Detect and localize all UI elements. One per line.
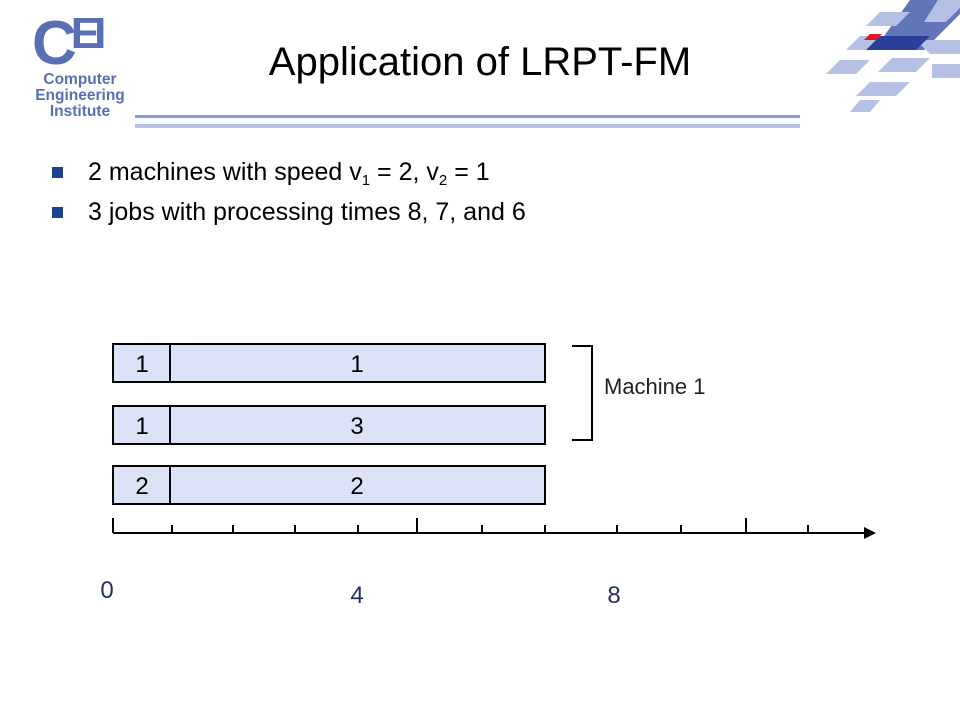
logo-text: Computer Engineering Institute [30, 72, 130, 120]
slide-title: Application of LRPT-FM [268, 40, 692, 84]
segment-label: 1 [135, 413, 148, 440]
cei-logo: CEI Computer Engineering Institute [30, 12, 130, 127]
bullet-text: = 1 [447, 158, 490, 186]
bullet-text: 2 machines with speed v [88, 158, 362, 186]
machine-bracket [572, 345, 593, 441]
bullet-text: 3 jobs with processing times 8, 7, and 6 [88, 198, 526, 226]
segment-label: 2 [350, 473, 363, 500]
axis-label-8: 8 [607, 582, 620, 609]
logo-line-engineering: Engineering [35, 87, 125, 104]
logo-letter-c: C [32, 9, 77, 78]
bullet-item-jobs: 3 jobs with processing times 8, 7, and 6 [50, 192, 526, 232]
logo-line-computer: Computer [43, 71, 117, 88]
title-rule-top [135, 115, 800, 118]
gantt-row: 1 1 [112, 343, 546, 383]
logo-letters: CEI [32, 9, 107, 78]
job-bar [112, 343, 546, 383]
subscript: 2 [438, 172, 448, 189]
corner-decoration [826, 0, 960, 112]
machine-label: Machine 1 [604, 374, 706, 399]
axis-ticks [112, 518, 809, 533]
gantt-row: 1 3 [112, 405, 546, 445]
segment-label: 1 [135, 351, 148, 378]
bullet-list: 2 machines with speed v1 = 2, v2 = 1 3 j… [50, 152, 526, 232]
segment-label: 1 [350, 351, 363, 378]
axis-label-0: 0 [100, 577, 113, 604]
segment-label: 2 [135, 473, 148, 500]
job-bar [112, 465, 546, 505]
logo-line-institute: Institute [49, 103, 111, 120]
segment-label: 3 [350, 413, 363, 440]
title-rule-bottom [135, 124, 800, 128]
bullet-square-icon [52, 167, 63, 178]
bullet-square-icon [52, 207, 63, 218]
gantt-row: 2 2 [112, 465, 546, 505]
axis-label-4: 4 [350, 582, 363, 609]
subscript: 1 [361, 172, 371, 189]
bullet-item-machines: 2 machines with speed v1 = 2, v2 = 1 [50, 152, 526, 192]
bullet-text: = 2, v [370, 158, 439, 186]
axis-arrowhead [864, 527, 876, 539]
job-bar [112, 405, 546, 445]
